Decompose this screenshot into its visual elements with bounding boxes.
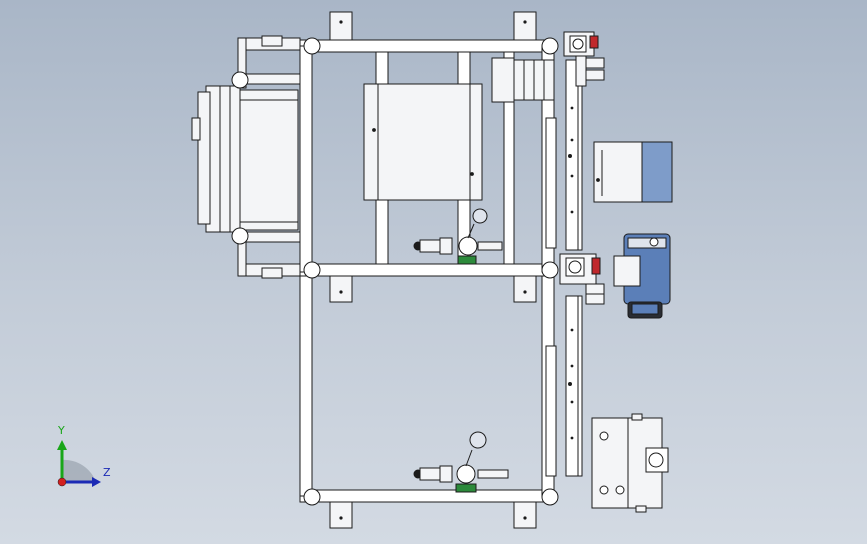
y-axis-label: Y <box>58 424 65 437</box>
triad-arc <box>62 459 96 482</box>
z-axis-label: Z <box>103 466 111 479</box>
drive-motor-unit <box>613 233 671 319</box>
frame-joints <box>231 37 559 506</box>
foot-pad-holes <box>339 20 527 520</box>
left-carriage <box>191 85 299 233</box>
coordinate-triad <box>57 440 101 487</box>
foot-pads <box>329 11 537 529</box>
valve-upper <box>413 208 503 265</box>
left-rails <box>237 35 301 279</box>
electrical-box <box>591 413 669 513</box>
top-motor <box>491 57 555 103</box>
origin-marker <box>57 477 67 487</box>
side-panel-unit <box>593 141 673 203</box>
rail-holes <box>568 106 574 440</box>
middle-right-clamp <box>559 253 605 305</box>
top-right-clamp <box>563 31 605 87</box>
valve-lower <box>413 431 509 493</box>
right-guide-rail <box>545 59 583 477</box>
control-box <box>363 83 483 201</box>
